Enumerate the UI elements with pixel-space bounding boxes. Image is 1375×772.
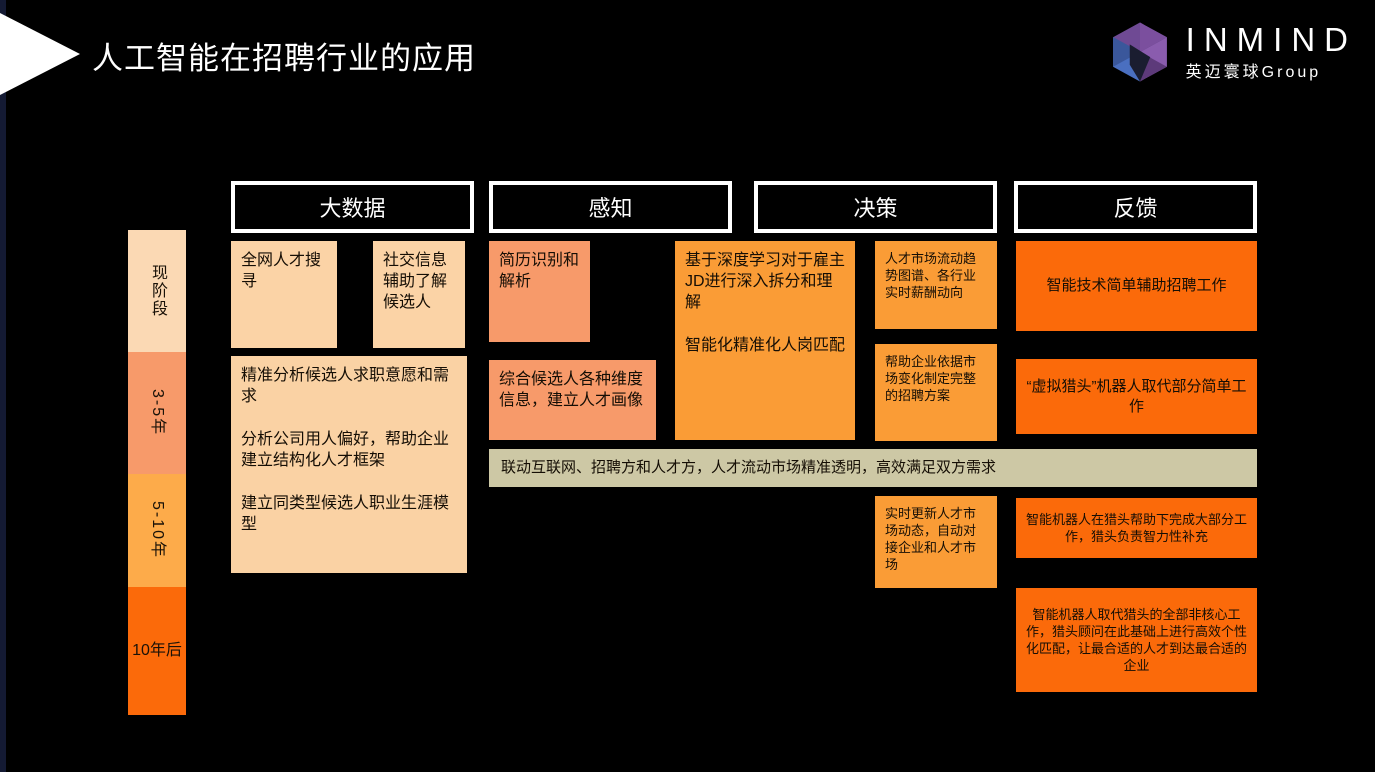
card-bigdata-now-talent-search[interactable]: 全网人才搜寻	[231, 241, 337, 348]
brand-logo: INMIND 英迈寰球Group	[1108, 20, 1357, 84]
title-arrow-shape	[0, 12, 80, 96]
card-text: 智能技术简单辅助招聘工作	[1046, 277, 1227, 295]
column-header-bigdata[interactable]: 大数据	[231, 181, 474, 233]
card-text: 人才市场流动趋势图谱、各行业实时薪酬动向	[885, 251, 977, 301]
card-text: 帮助企业依据市场变化制定完整的招聘方案	[885, 354, 977, 404]
inmind-hexagon-logo-icon	[1112, 22, 1167, 82]
timeline-band-label: 现阶段	[149, 264, 166, 318]
card-text: 简历识别和解析	[499, 252, 580, 291]
timeline-band-5-10y[interactable]: 5-10年	[128, 474, 186, 587]
column-header-label: 感知	[588, 196, 633, 221]
column-header-label: 决策	[853, 196, 898, 221]
timeline-band-label: 5-10年	[149, 501, 166, 560]
card-perception-now-resume-parse[interactable]: 简历识别和解析	[489, 241, 590, 342]
card-text: 智能机器人取代猎头的全部非核心工作，猎头顾问在此基础上进行高效个性化匹配，让最合…	[1026, 606, 1248, 674]
card-decision-now-market-trends[interactable]: 人才市场流动趋势图谱、各行业实时薪酬动向	[875, 241, 997, 329]
card-text: 智能机器人在猎头帮助下完成大部分工作，猎头负责智力性补充	[1026, 511, 1248, 544]
card-decision-mid-hiring-plan[interactable]: 帮助企业依据市场变化制定完整的招聘方案	[875, 344, 997, 441]
card-text: 综合候选人各种维度信息，建立人才画像	[499, 371, 644, 410]
card-text: 分析公司用人偏好，帮助企业建立结构化人才框架	[241, 430, 450, 469]
timeline-band-label: 3-5年	[149, 389, 166, 437]
column-header-perception[interactable]: 感知	[489, 181, 732, 233]
card-text: 建立同类型候选人职业生涯模型	[241, 494, 450, 533]
card-perception-deep-learning-jd[interactable]: 基于深度学习对于雇主JD进行深入拆分和理解 智能化精准化人岗匹配	[675, 241, 855, 440]
column-header-decision[interactable]: 决策	[754, 181, 997, 233]
card-text: 全网人才搜寻	[241, 252, 322, 291]
page-title: 人工智能在招聘行业的应用	[92, 41, 476, 76]
column-header-label: 大数据	[319, 196, 386, 221]
banner-text: 联动互联网、招聘方和人才方，人才流动市场精准透明，高效满足双方需求	[501, 459, 997, 477]
card-text: 社交信息辅助了解候选人	[383, 252, 448, 312]
timeline-band-10y-after[interactable]: 10年后	[128, 587, 186, 715]
banner-market-transparency[interactable]: 联动互联网、招聘方和人才方，人才流动市场精准透明，高效满足双方需求	[489, 449, 1257, 487]
card-text: 基于深度学习对于雇主JD进行深入拆分和理解	[685, 252, 846, 312]
card-bigdata-midterm[interactable]: 精准分析候选人求职意愿和需求 分析公司用人偏好，帮助企业建立结构化人才框架 建立…	[231, 356, 467, 573]
timeline-band-now[interactable]: 现阶段	[128, 230, 186, 352]
card-decision-late-realtime-update[interactable]: 实时更新人才市场动态，自动对接企业和人才市场	[875, 496, 997, 588]
column-header-label: 反馈	[1113, 196, 1158, 221]
card-feedback-mid-virtual-headhunter[interactable]: “虚拟猎头”机器人取代部分简单工作	[1016, 359, 1257, 434]
card-perception-mid-talent-profile[interactable]: 综合候选人各种维度信息，建立人才画像	[489, 360, 656, 440]
card-feedback-final-robot-replaces[interactable]: 智能机器人取代猎头的全部非核心工作，猎头顾问在此基础上进行高效个性化匹配，让最合…	[1016, 588, 1257, 692]
card-bigdata-now-social-info[interactable]: 社交信息辅助了解候选人	[373, 241, 465, 348]
timeline-band-label: 10年后	[132, 642, 182, 659]
card-text: 智能化精准化人岗匹配	[685, 336, 846, 354]
card-text: “虚拟猎头”机器人取代部分简单工作	[1026, 377, 1247, 415]
timeline-band-3-5y[interactable]: 3-5年	[128, 352, 186, 474]
column-header-feedback[interactable]: 反馈	[1014, 181, 1257, 233]
left-accent-strip	[0, 0, 6, 772]
logo-subtitle: 英迈寰球Group	[1185, 64, 1322, 81]
card-feedback-late-robot-with-headhunter[interactable]: 智能机器人在猎头帮助下完成大部分工作，猎头负责智力性补充	[1016, 498, 1257, 558]
card-text: 实时更新人才市场动态，自动对接企业和人才市场	[885, 506, 977, 573]
logo-wordmark: INMIND	[1185, 21, 1357, 58]
card-feedback-now-ai-assist[interactable]: 智能技术简单辅助招聘工作	[1016, 241, 1257, 331]
card-text: 精准分析候选人求职意愿和需求	[241, 367, 450, 406]
